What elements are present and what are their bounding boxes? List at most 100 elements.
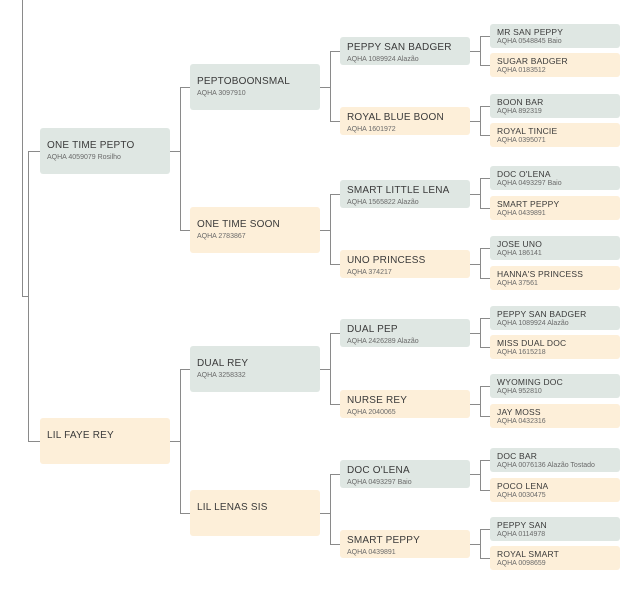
connector-line (330, 404, 340, 405)
connector-line (320, 513, 330, 514)
horse-box-dam-sire-dam[interactable]: NURSE REY AQHA 2040065 (340, 390, 470, 418)
horse-box-sire[interactable]: ONE TIME PEPTO AQHA 4059079 Rosilho (40, 128, 170, 174)
horse-name: LIL LENAS SIS (197, 502, 268, 513)
connector-line (28, 441, 40, 442)
connector-line (480, 490, 490, 491)
horse-registration: AQHA 374217 (347, 269, 392, 276)
connector-line (480, 529, 490, 530)
connector-line (470, 544, 480, 545)
connector-line (180, 87, 181, 231)
horse-registration: AQHA 0548845 Baio (497, 38, 562, 45)
horse-name: DUAL REY (197, 358, 249, 369)
connector-line (28, 151, 29, 442)
connector-line (480, 386, 490, 387)
connector-line (320, 230, 330, 231)
connector-line (330, 51, 331, 122)
horse-name: SMART PEPPY (497, 199, 560, 209)
connector-line (480, 178, 490, 179)
horse-registration: AQHA 0395071 (497, 137, 546, 144)
horse-name: ROYAL SMART (497, 549, 560, 559)
connector-line (480, 106, 481, 136)
horse-name: HANNA'S PRINCESS (497, 269, 584, 279)
connector-line (480, 558, 490, 559)
horse-box-dam[interactable]: LIL FAYE REY (40, 418, 170, 464)
connector-line (470, 474, 480, 475)
connector-line (170, 151, 180, 152)
connector-line (180, 87, 190, 88)
connector-line (170, 441, 180, 442)
horse-name: SUGAR BADGER (497, 56, 568, 66)
connector-line (330, 474, 340, 475)
horse-registration: AQHA 0439891 (497, 210, 546, 217)
horse-registration: AQHA 3097910 (197, 90, 246, 97)
connector-line (480, 416, 490, 417)
connector-line (330, 264, 340, 265)
connector-line (22, 0, 23, 296)
horse-name: POCO LENA (497, 481, 549, 491)
horse-name: ONE TIME PEPTO (47, 140, 135, 151)
horse-name: SMART LITTLE LENA (347, 185, 450, 196)
horse-registration: AQHA 0030475 (497, 492, 546, 499)
horse-name: NURSE REY (347, 395, 408, 406)
connector-line (480, 248, 481, 279)
connector-line (180, 230, 190, 231)
horse-name: DOC BAR (497, 451, 538, 461)
connector-line (480, 248, 490, 249)
horse-name: LIL FAYE REY (47, 430, 114, 441)
horse-registration: AQHA 1601972 (347, 126, 396, 133)
connector-line (480, 178, 481, 209)
connector-line (480, 208, 490, 209)
connector-line (28, 151, 40, 152)
horse-registration: AQHA 186141 (497, 250, 542, 257)
connector-line (480, 318, 490, 319)
horse-name: PEPPY SAN BADGER (347, 42, 452, 53)
horse-registration: AQHA 4059079 Rosilho (47, 154, 121, 161)
horse-registration: AQHA 2040065 (347, 409, 396, 416)
connector-line (480, 386, 481, 417)
connector-line (480, 36, 481, 66)
connector-line (480, 36, 490, 37)
connector-line (330, 333, 340, 334)
horse-name: WYOMING DOC (497, 377, 563, 387)
horse-registration: AQHA 37561 (497, 280, 538, 287)
horse-registration: AQHA 0076136 Alazão Tostado (497, 462, 595, 469)
connector-line (180, 513, 190, 514)
connector-line (330, 194, 340, 195)
horse-registration: AQHA 1615218 (497, 349, 546, 356)
horse-box-dam-dam[interactable]: LIL LENAS SIS (190, 490, 320, 536)
connector-line (330, 544, 340, 545)
connector-line (480, 318, 481, 348)
horse-name: UNO PRINCESS (347, 255, 426, 266)
connector-line (330, 51, 340, 52)
connector-line (470, 404, 480, 405)
connector-line (480, 106, 490, 107)
horse-name: ONE TIME SOON (197, 219, 280, 230)
horse-registration: AQHA 0493297 Baio (497, 180, 562, 187)
horse-box-sire-dam-dam[interactable]: UNO PRINCESS AQHA 374217 (340, 250, 470, 278)
